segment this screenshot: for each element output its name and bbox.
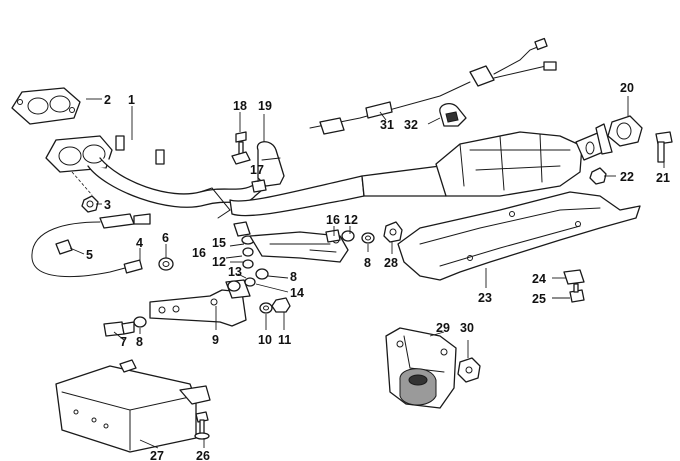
front-exhaust-pipe [45,135,365,219]
flange-gasket-and-bolts [589,115,673,185]
control-unit [55,359,211,453]
callout-13: 13 [228,265,242,279]
callout-26: 26 [196,449,210,461]
callout-2: 2 [104,93,111,107]
catalytic-converter [361,123,613,197]
callout-16-right: 16 [326,213,340,227]
nut-28 [383,221,403,243]
washer-8-right [361,232,375,244]
callout-31: 31 [380,118,394,132]
washer-6 [158,257,174,271]
callout-4: 4 [136,236,143,250]
callout-8-left: 8 [136,335,143,349]
callout-10: 10 [258,333,272,347]
callout-17: 17 [250,163,264,177]
callout-3: 3 [104,198,111,212]
callout-12-left: 12 [212,255,226,269]
callout-5: 5 [86,248,93,262]
callout-30: 30 [460,321,474,335]
callout-11: 11 [278,333,291,347]
sensor-wire [309,37,557,135]
callout-7: 7 [120,335,127,349]
callout-8-mid: 8 [290,270,297,284]
callout-1: 1 [128,93,135,107]
heat-shield [397,191,641,281]
callout-23: 23 [478,291,492,305]
callout-21: 21 [656,171,670,185]
callout-27: 27 [150,449,164,461]
manifold-gasket [11,87,81,125]
callout-18: 18 [233,99,247,113]
callout-16-left: 16 [192,246,206,260]
leader-lines [69,96,665,449]
callout-20: 20 [620,81,634,95]
exhaust-mount [385,327,481,409]
callout-22: 22 [620,170,634,184]
nut-3 [81,195,99,213]
callout-15: 15 [212,236,226,250]
callout-24: 24 [532,272,546,286]
hanger-plate [249,229,355,263]
oxygen-sensor [31,213,151,278]
callout-labels: 2 1 3 4 5 6 7 8 9 10 11 15 16 12 13 8 14… [86,81,670,461]
bracket-assembly [103,279,251,337]
callout-14: 14 [290,286,304,300]
callout-9: 9 [212,333,219,347]
callout-25: 25 [532,292,546,306]
callout-28: 28 [384,256,398,270]
callout-6: 6 [162,231,169,245]
callout-32: 32 [404,118,418,132]
callout-19: 19 [258,99,272,113]
callout-8-right: 8 [364,256,371,270]
shield-bracket [563,269,585,303]
callout-12-right: 12 [344,213,358,227]
small-hardware [233,221,291,314]
callout-29: 29 [436,321,450,335]
clamp-assembly [231,131,285,193]
